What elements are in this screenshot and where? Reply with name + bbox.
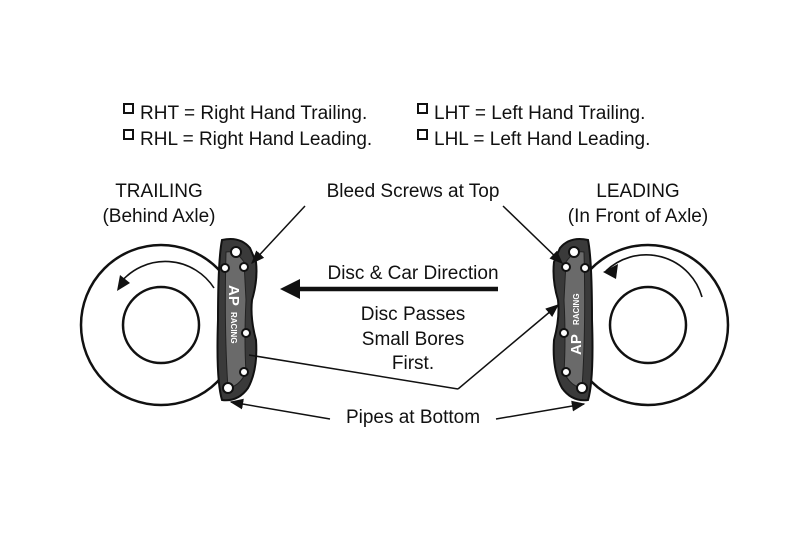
right-disc-hub xyxy=(608,285,688,365)
left-caliper: AP RACING xyxy=(216,238,258,402)
legend-label-lhl: LHL = Left Hand Leading. xyxy=(434,129,650,150)
pipes-label: Pipes at Bottom xyxy=(346,407,480,428)
right-caliper-brand: RACING xyxy=(572,293,581,325)
legend: RHT = Right Hand Trailing. LHT = Left Ha… xyxy=(123,103,650,150)
disc-passes-line-3: First. xyxy=(392,353,434,374)
left-pipe-fitting-icon xyxy=(222,382,234,394)
small-bores-arrow-right xyxy=(457,304,560,390)
leading-subtitle: (In Front of Axle) xyxy=(568,206,708,227)
leading-title: LEADING xyxy=(596,181,679,202)
left-rotation-arrow-icon xyxy=(117,275,130,291)
legend-label-rhl: RHL = Right Hand Leading. xyxy=(140,129,372,150)
bleed-arrow-right xyxy=(502,205,563,264)
small-bores-line-left xyxy=(248,354,459,390)
bleed-arrow-left xyxy=(251,205,306,264)
right-bleed-screw-icon xyxy=(568,246,580,258)
legend-item-lhl: LHL = Left Hand Leading. xyxy=(417,129,650,150)
legend-bullet-icon xyxy=(417,103,428,114)
right-disc xyxy=(566,243,730,407)
disc-passes-line-1: Disc Passes xyxy=(361,304,466,325)
legend-item-rhl: RHL = Right Hand Leading. xyxy=(123,129,372,150)
legend-bullet-icon xyxy=(123,103,134,114)
legend-item-lht: LHT = Left Hand Trailing. xyxy=(417,103,645,124)
right-rotation-arrow-icon xyxy=(603,264,618,279)
direction-label: Disc & Car Direction xyxy=(327,263,498,284)
direction-arrow-icon xyxy=(280,279,300,299)
legend-bullet-icon xyxy=(123,129,134,140)
left-caliper-logo: AP xyxy=(225,285,242,306)
bleed-screws-label: Bleed Screws at Top xyxy=(327,181,500,202)
right-pipe-fitting-icon xyxy=(576,382,588,394)
right-rotation-arc xyxy=(605,254,703,298)
left-rotation-arc xyxy=(120,260,215,289)
legend-label-rht: RHT = Right Hand Trailing. xyxy=(140,103,367,124)
legend-label-lht: LHT = Left Hand Trailing. xyxy=(434,103,645,124)
disc-passes-line-2: Small Bores xyxy=(362,329,464,350)
right-caliper: AP RACING xyxy=(552,238,594,402)
trailing-subtitle: (Behind Axle) xyxy=(102,206,215,227)
right-caliper-logo: AP xyxy=(568,334,585,355)
legend-item-rht: RHT = Right Hand Trailing. xyxy=(123,103,367,124)
left-caliper-brand: RACING xyxy=(229,312,238,344)
pipes-arrow-left xyxy=(229,398,331,420)
trailing-title: TRAILING xyxy=(115,181,203,202)
left-bleed-screw-icon xyxy=(230,246,242,258)
legend-bullet-icon xyxy=(417,129,428,140)
left-disc-hub xyxy=(121,285,201,365)
left-disc xyxy=(79,243,243,407)
pipes-arrow-right xyxy=(495,400,586,420)
